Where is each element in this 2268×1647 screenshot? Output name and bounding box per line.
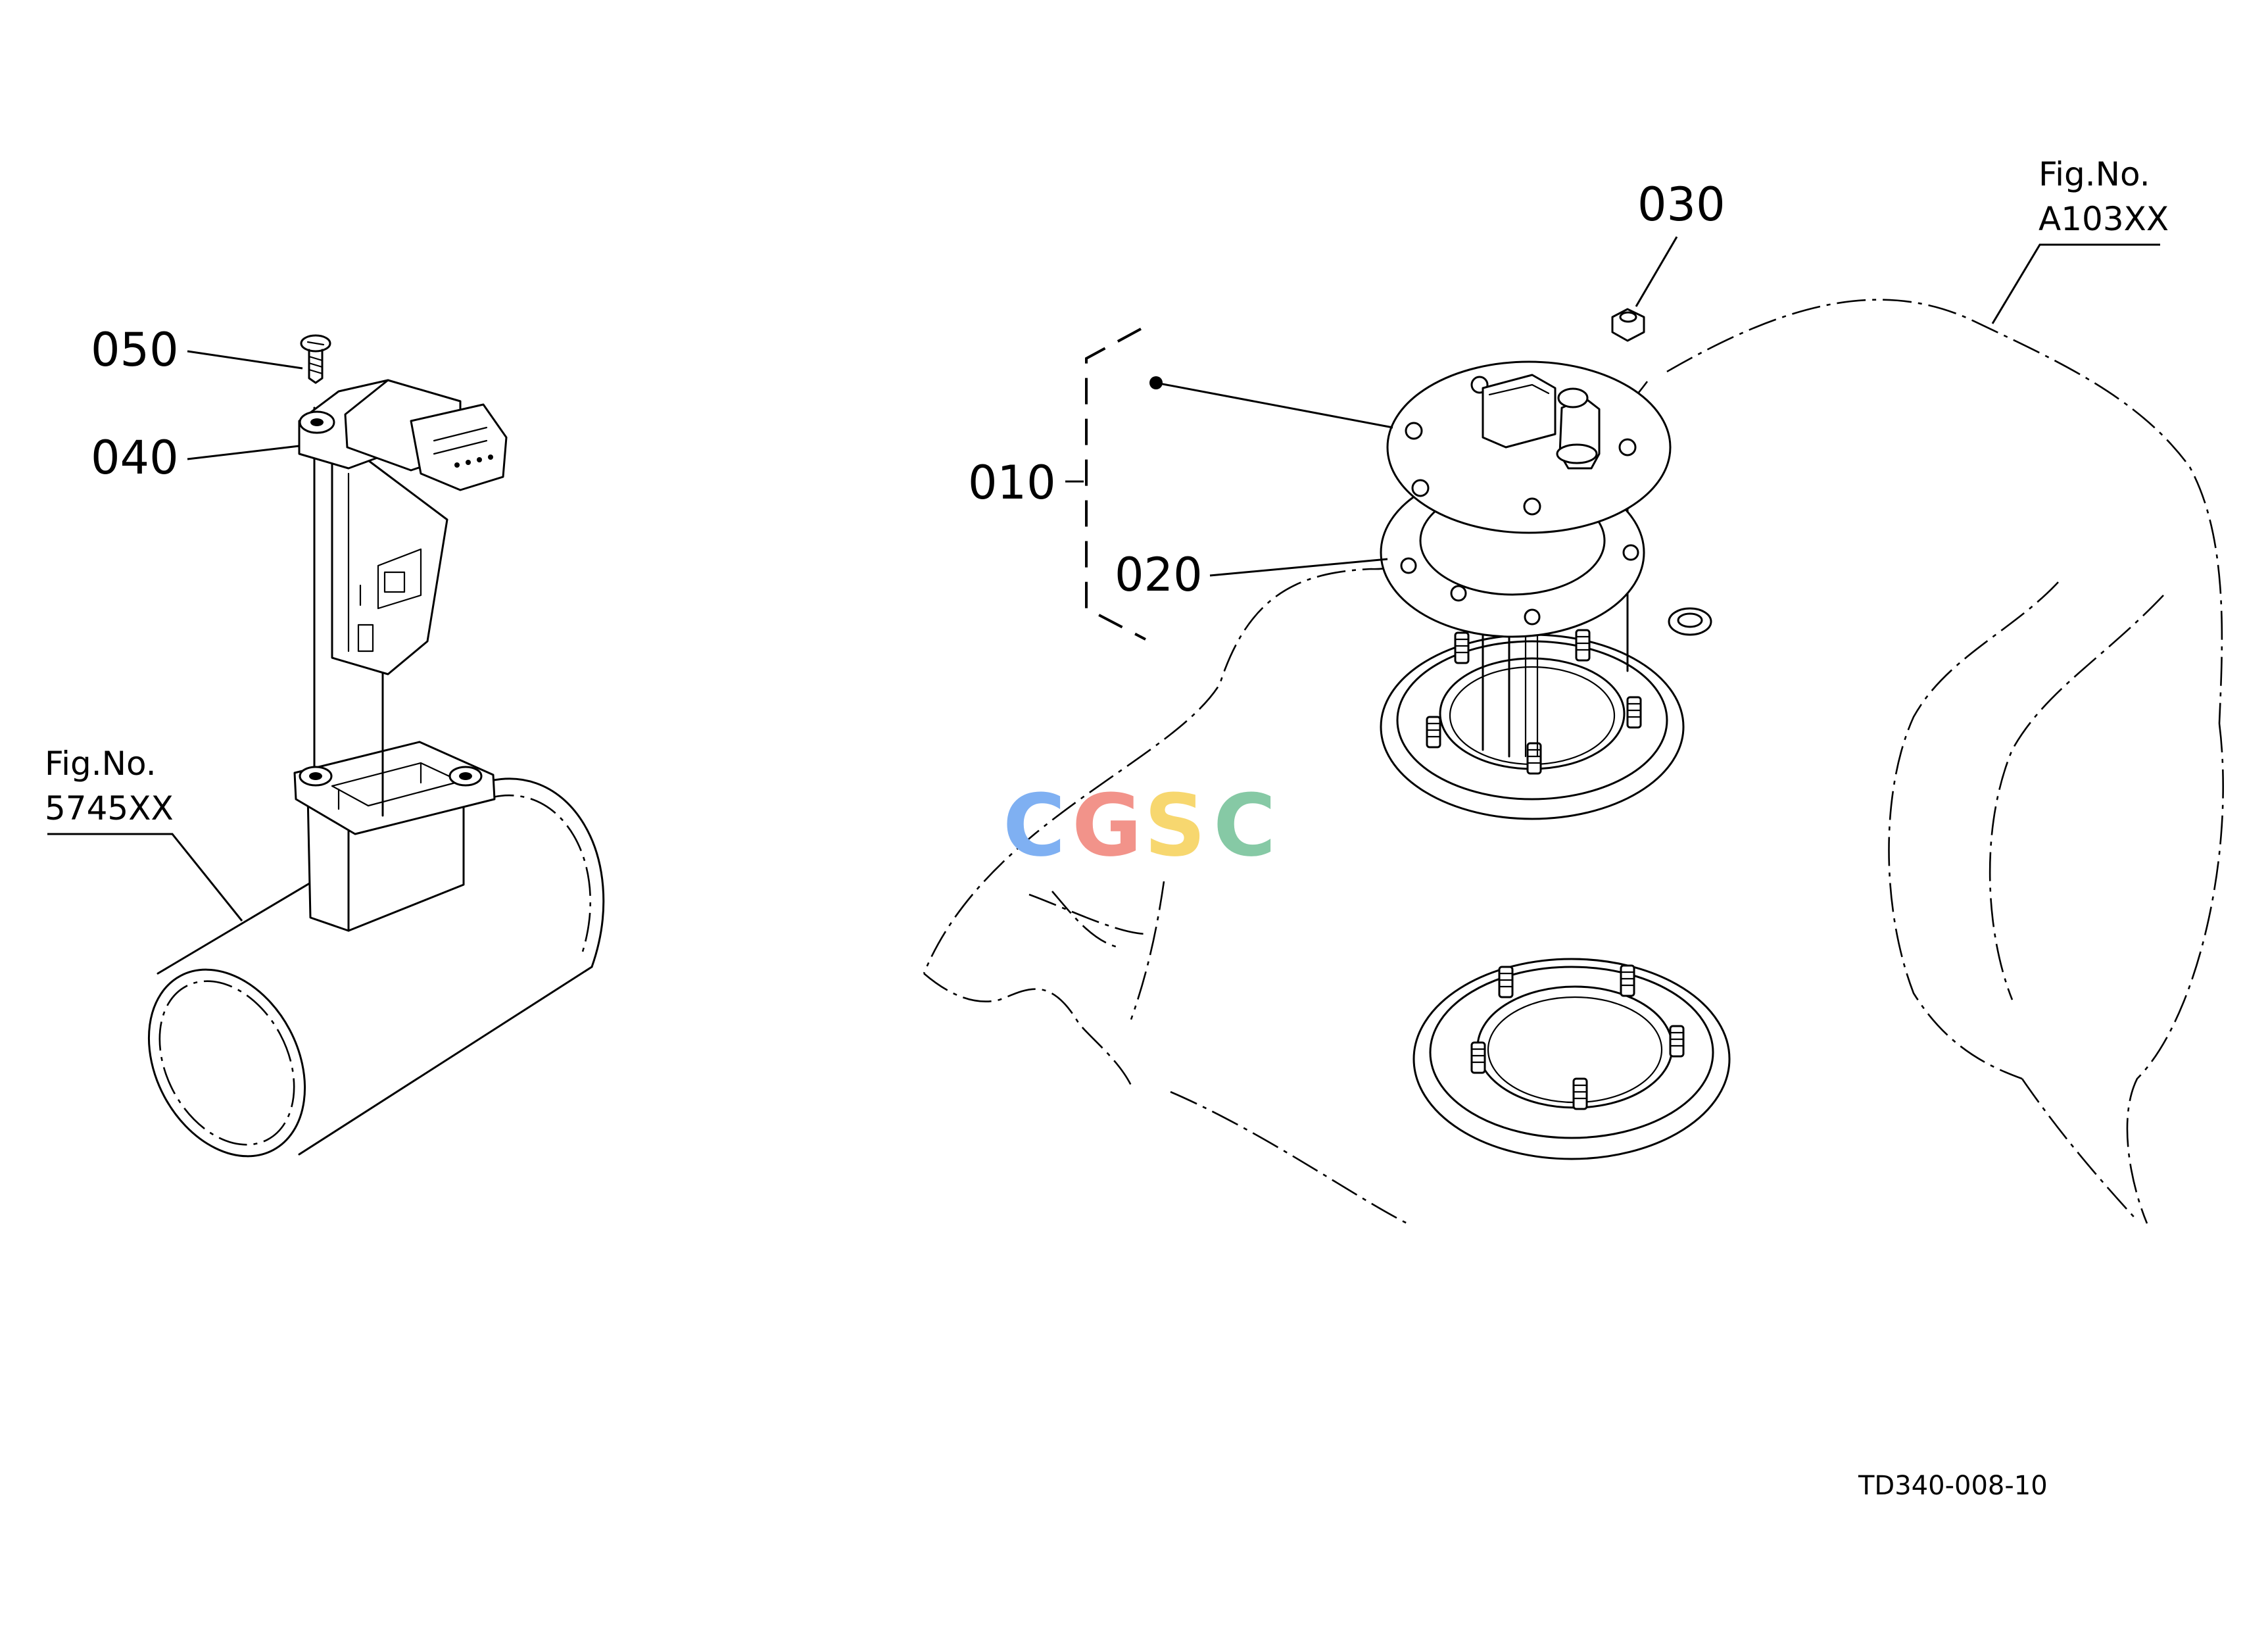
second-tank-opening [1412,958,1731,1160]
leader-lines [47,236,2160,922]
drawing-code: TD340-008-10 [1858,1471,2048,1501]
figure-ref-left-line2: 5745XX [45,789,174,827]
small-o-ring [1668,607,1712,636]
sensor-mount-boss [293,741,496,932]
callout-040: 040 [91,431,179,485]
group-bullet [1149,376,1163,389]
figure-ref-right-line2: A103XX [2039,200,2169,238]
watermark-letter-4: C [1213,775,1276,875]
callout-010: 010 [968,456,1056,510]
watermark-letter-1: C [1003,775,1065,875]
sensor-screw [300,334,331,384]
watermark: C G S C [1003,775,1276,875]
figure-ref-left-line1: Fig.No. [45,745,157,783]
tank-opening-studs [1426,629,1642,775]
sender-flange-plate [1386,360,1672,534]
group-bracket [1085,328,1146,641]
callout-050: 050 [91,323,179,377]
watermark-letter-3: S [1144,775,1206,875]
callout-020: 020 [1115,548,1203,602]
airflow-sensor [298,379,508,817]
watermark-letter-2: G [1072,775,1142,875]
fuel-tank-body [923,299,2224,1225]
callout-030: 030 [1637,178,1725,232]
flange-nut [1611,308,1645,342]
figure-ref-right-line1: Fig.No. [2039,155,2150,193]
